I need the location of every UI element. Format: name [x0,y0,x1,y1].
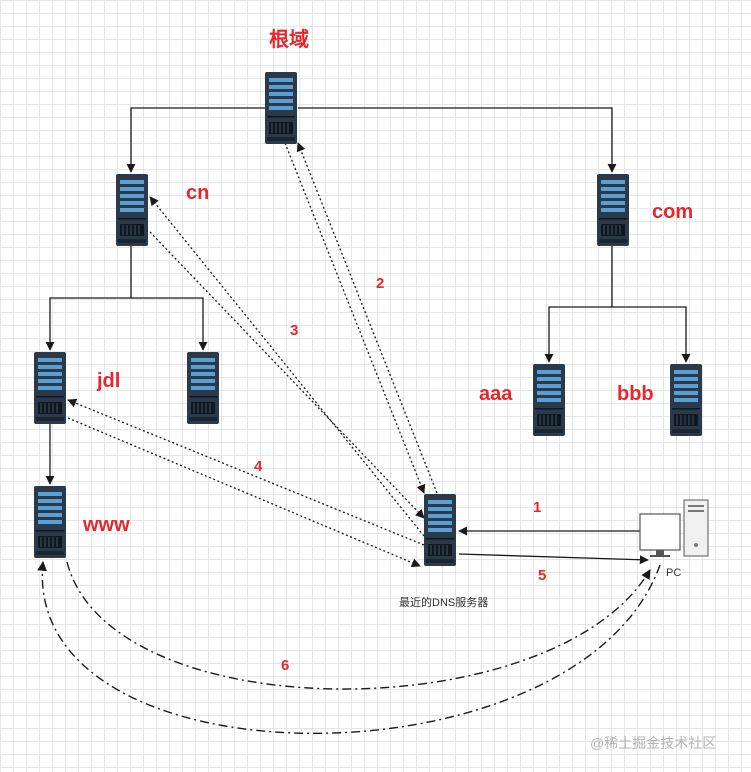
edge-step6-response [37,561,661,734]
label-www: www [82,514,130,536]
server-cn: cn [115,173,209,247]
server-bbb: bbb [617,363,703,437]
pc-icon [639,499,709,557]
pc-www-connectors [37,561,661,734]
hierarchy-connectors [45,107,691,485]
server-www-icon [33,485,67,559]
step-3: 3 [290,322,298,339]
edge-root-com [298,107,617,173]
server-jdl-icon [33,351,67,425]
edge-step4-reply [67,417,421,568]
server-root: 根域 [264,27,309,145]
edge-root-cn [126,107,265,173]
edge-step2-reply [284,142,426,494]
edge-com-bbb [612,306,691,363]
step-2: 2 [376,275,384,292]
server-aaa: aaa [479,363,566,437]
edge-com-aaa [544,246,613,363]
server-cn-icon [115,173,149,247]
server-cn-sibling-icon [186,351,220,425]
watermark: @稀土掘金技术社区 [590,735,716,751]
step-4: 4 [254,458,263,475]
label-pc: PC [666,567,681,579]
server-aaa-icon [532,363,566,437]
step-6: 6 [281,657,289,674]
label-com: com [652,201,693,223]
edge-cn-jdl [45,246,132,351]
server-com: com [596,173,693,247]
server-cn-sibling [186,351,220,425]
label-aaa: aaa [479,383,513,405]
step-5: 5 [538,567,546,584]
server-bbb-icon [669,363,703,437]
iterative-query-connectors [67,142,438,568]
edge-step6-request [66,561,651,690]
pc: PC [639,499,709,579]
server-com-icon [596,173,630,247]
edge-step5 [458,553,649,565]
edge-step3-reply [149,231,425,519]
step-1: 1 [533,499,541,516]
edge-step2-query [296,142,438,494]
server-jdl: jdl [33,351,120,425]
edge-step3-query [149,196,425,537]
label-dns: 最近的DNS服务器 [399,595,488,609]
edge-cn-sibling [131,297,208,351]
label-jdl: jdl [96,370,120,392]
server-dns: 最近的DNS服务器 [399,493,488,609]
server-root-icon [264,71,298,145]
pc-dns-connectors [458,526,649,565]
label-cn: cn [186,182,209,204]
server-www: www [33,485,130,559]
label-bbb: bbb [617,383,654,405]
server-dns-icon [423,493,457,567]
label-root: 根域 [269,27,309,51]
edge-step4-query [67,398,425,546]
